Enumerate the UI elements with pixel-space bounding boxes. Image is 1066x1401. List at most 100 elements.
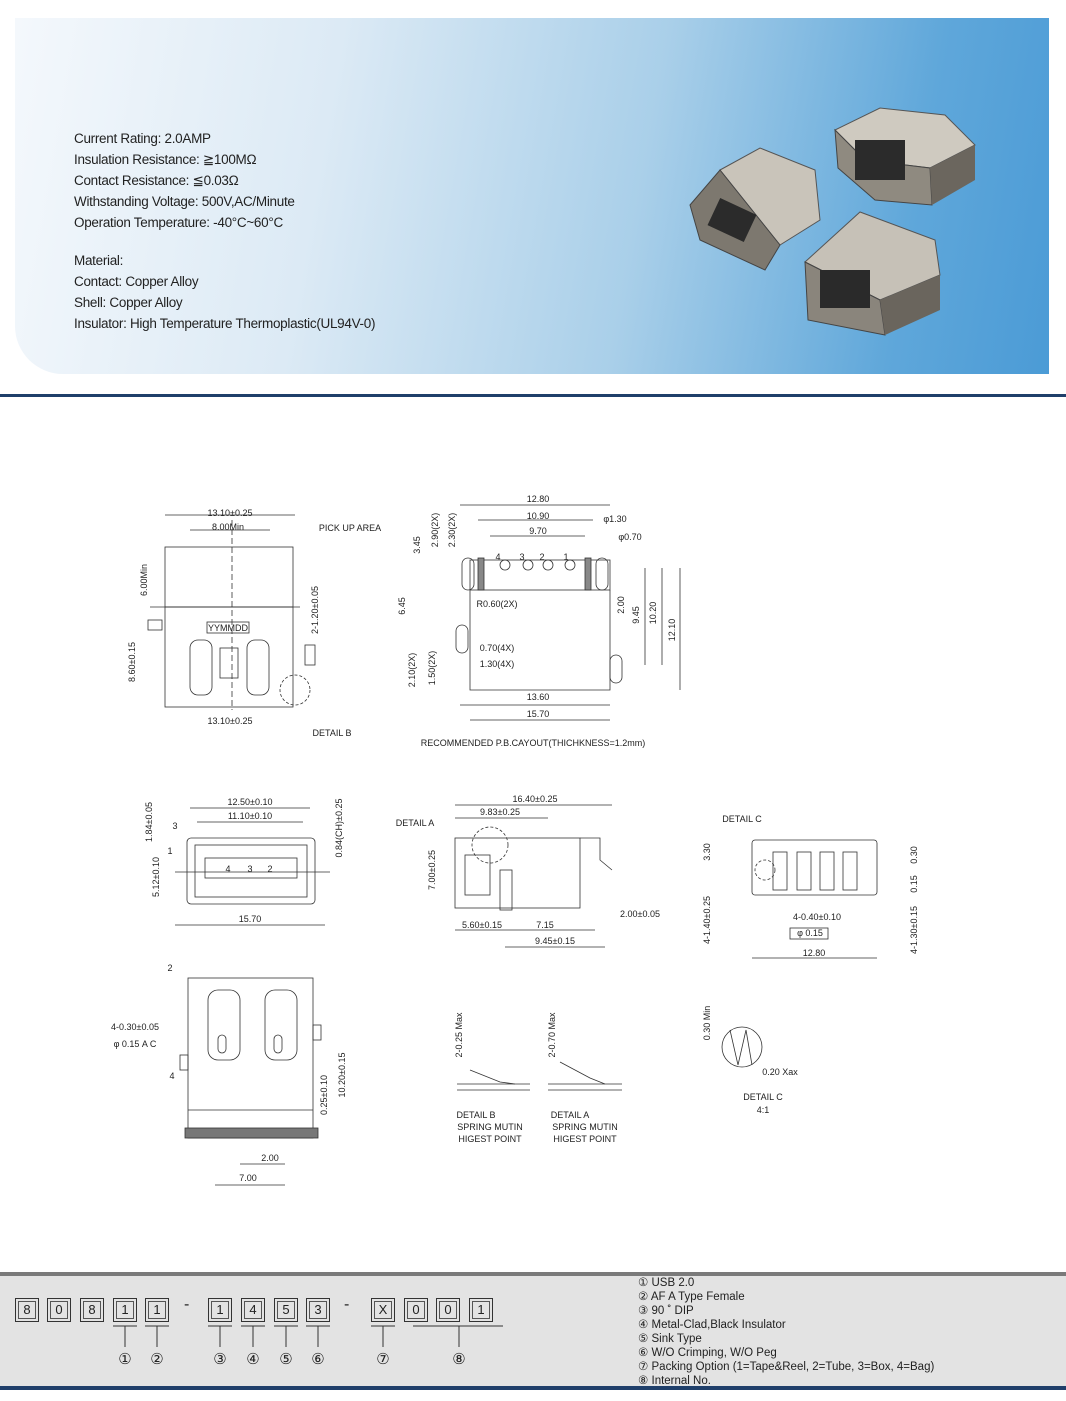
dimension-label: DETAIL B (456, 1110, 495, 1120)
dimension-label: 15.70 (239, 914, 262, 924)
legend-item: ① USB 2.0 (638, 1277, 695, 1289)
legend-item: ⑥ W/O Crimping, W/O Peg (638, 1347, 777, 1359)
dimension-label: SPRING MUTIN (552, 1122, 618, 1132)
dimension-label: 11.10±0.10 (228, 811, 272, 821)
dimension-label: 7.00±0.25 (427, 850, 437, 890)
dimension-label: 2.90(2X) (430, 513, 440, 548)
dimension-label: 0.84(CH)±0.25 (334, 799, 344, 858)
dimension-label: 2.00±0.05 (620, 909, 660, 919)
dimension-label: 5.60±0.15 (462, 920, 502, 930)
dimension-label: 9.70 (529, 526, 547, 536)
dimension-label: 6.45 (397, 597, 407, 615)
drawing-detail-c-zoom (721, 1026, 763, 1068)
dimension-label: 9.45 (631, 606, 641, 624)
dimension-label: φ1.30 (603, 514, 626, 524)
legend-item: ④ Metal-Clad,Black Insulator (638, 1319, 786, 1331)
drawing-side-view (454, 804, 613, 948)
dimension-label: 4-1.30±0.15 (909, 906, 919, 954)
legend-item: ⑧ Internal No. (638, 1375, 711, 1387)
dimension-label: 2 (167, 963, 172, 973)
dimension-label: 1.30(4X) (480, 659, 515, 669)
dimension-label: 0.25±0.10 (319, 1075, 329, 1115)
divider (0, 394, 1066, 397)
dimension-label: PICK UP AREA (319, 523, 381, 533)
dimension-label: 9.45±0.15 (535, 936, 575, 946)
dimension-label: DETAIL A (551, 1110, 590, 1120)
legend-item: ③ 90 ˚ DIP (638, 1305, 694, 1317)
drawing-bottom-view (179, 977, 322, 1186)
dimension-label: 16.40±0.25 (513, 794, 558, 804)
part-number-digit: 1 (145, 1298, 169, 1322)
dimension-label: HIGEST POINT (458, 1134, 522, 1144)
spec-temp: Operation Temperature: -40°C~60°C (74, 215, 283, 230)
dimension-label: 10.90 (527, 511, 550, 521)
dimension-label: 4 (495, 552, 500, 562)
dimension-label: 0.20 Xax (762, 1067, 798, 1077)
connector-photo-3 (804, 211, 941, 336)
dimension-label: 2 (539, 552, 544, 562)
dimension-label: 4-0.40±0.10 (793, 912, 841, 922)
drawing-front-view (175, 807, 330, 926)
callout-number: ③ (213, 1351, 227, 1368)
dimension-label: 2.30(2X) (447, 513, 457, 548)
dimension-label: 12.10 (667, 619, 677, 642)
callout-number: ⑧ (452, 1351, 466, 1368)
drawing-pcb-layout (455, 504, 681, 721)
dimension-label: 0.30 (909, 846, 919, 864)
material-insulator: Insulator: High Temperature Thermoplasti… (74, 316, 376, 331)
dimension-label: RECOMMENDED P.B.CAYOUT(THICHKNESS=1.2mm) (421, 738, 645, 748)
dimension-label: 1.84±0.05 (144, 802, 154, 842)
dimension-label: HIGEST POINT (553, 1134, 617, 1144)
connector-photo-2 (689, 147, 821, 271)
dimension-label: 3 (247, 864, 252, 874)
drawing-detail-c (751, 839, 878, 959)
dimension-label: 0.30 Min (702, 1006, 712, 1041)
part-number-digit: 5 (274, 1298, 298, 1322)
dimension-label: φ 0.15 (797, 928, 823, 938)
material-shell: Shell: Copper Alloy (74, 295, 183, 310)
part-number-band (0, 1272, 1066, 1390)
legend-item: ⑤ Sink Type (638, 1333, 702, 1345)
spec-list: Current Rating: 2.0AMP Insulation Resist… (74, 128, 375, 334)
callout-number: ② (150, 1351, 164, 1368)
dimension-label: 1 (563, 552, 568, 562)
dimension-label: 10.20 (648, 602, 658, 625)
legend-item: ⑦ Packing Option (1=Tape&Reel, 2=Tube, 3… (638, 1361, 935, 1373)
dimension-label: 4 (225, 864, 230, 874)
dimension-label: DETAIL B (312, 728, 351, 738)
dimension-label: R0.60(2X) (476, 599, 517, 609)
dimension-label: 3 (519, 552, 524, 562)
callout-number: ⑦ (376, 1351, 390, 1368)
dimension-label: 1.50(2X) (427, 651, 437, 686)
dimension-label: 0.70(4X) (480, 643, 515, 653)
connector-photo-1 (834, 107, 976, 206)
dimension-label: 6.00Min (139, 564, 149, 596)
drawing-top-view (147, 514, 316, 710)
part-number-legend: ① USB 2.0 ② AF A Type Female ③ 90 ˚ DIP … (638, 1276, 934, 1388)
dimension-label: φ 0.15 A C (114, 1039, 157, 1049)
dimension-label: 4-1.40±0.25 (702, 896, 712, 944)
dimension-label: 2.10(2X) (407, 653, 417, 688)
dimension-label: 13.10±0.25 (208, 508, 253, 518)
part-number-digit: 4 (241, 1298, 265, 1322)
dimension-label: DETAIL C (743, 1092, 783, 1102)
part-number-digit: X (371, 1298, 395, 1322)
dimension-label: 3 (172, 821, 177, 831)
dimension-label: 7.15 (536, 920, 554, 930)
part-number-digit: 1 (113, 1298, 137, 1322)
dimension-label: 3.30 (702, 843, 712, 861)
dimension-label: 4 (169, 1071, 174, 1081)
part-number-digit: 3 (306, 1298, 330, 1322)
drawing-detail-spring (457, 1061, 622, 1091)
dimension-label: 2 (267, 864, 272, 874)
dimension-label: 3.45 (412, 536, 422, 554)
dimension-label: 2-1.20±0.05 (310, 586, 320, 634)
part-number-separator: - (344, 1296, 350, 1313)
part-number-digit: 0 (436, 1298, 460, 1322)
dimension-label: φ0.70 (618, 532, 641, 542)
spec-voltage: Withstanding Voltage: 500V,AC/Minute (74, 194, 295, 209)
dimension-label: 13.10±0.25 (208, 716, 253, 726)
part-number-digit: 1 (208, 1298, 232, 1322)
